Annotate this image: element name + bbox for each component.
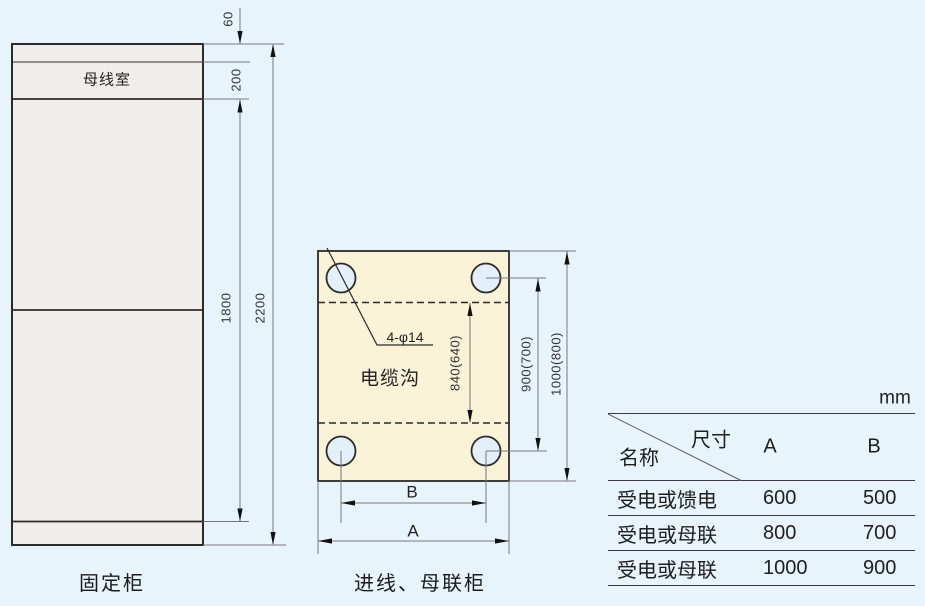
elevation-caption: 固定柜 bbox=[79, 573, 145, 595]
dim-60: 60 bbox=[220, 11, 236, 27]
row-a: 600 bbox=[763, 486, 797, 509]
busbar-room-label: 母线室 bbox=[82, 71, 132, 89]
elevation-arrowheads bbox=[237, 31, 276, 545]
plan-cabinet bbox=[317, 247, 510, 482]
plan-arrowheads bbox=[318, 251, 570, 544]
header-col-b: B bbox=[867, 435, 881, 458]
dim-900-700: 900(700) bbox=[518, 335, 534, 393]
row-a: 800 bbox=[763, 521, 797, 544]
elevation-dimension-lines bbox=[203, 8, 286, 546]
row-a: 1000 bbox=[763, 556, 808, 579]
row-b: 500 bbox=[863, 486, 897, 509]
plan-dimension-lines bbox=[317, 250, 576, 554]
header-name-label: 名称 bbox=[619, 447, 659, 470]
dimension-table: 尺寸 名称 A B 受电或馈电 600 500 受电或母联 800 700 受电… bbox=[608, 413, 915, 586]
dim-width-b: B bbox=[406, 482, 418, 502]
header-diagonal-line bbox=[608, 414, 743, 481]
row-b: 900 bbox=[863, 556, 897, 579]
dim-2200: 2200 bbox=[252, 292, 268, 324]
header-col-a: A bbox=[763, 435, 777, 458]
table-header: 尺寸 名称 A B bbox=[608, 414, 915, 481]
row-name: 受电或母联 bbox=[617, 524, 717, 547]
dim-1000-800: 1000(800) bbox=[548, 332, 564, 396]
dim-840-640: 840(640) bbox=[447, 334, 463, 392]
leader-line bbox=[326, 247, 433, 346]
dim-200: 200 bbox=[228, 68, 244, 92]
row-b: 700 bbox=[863, 521, 897, 544]
dim-width-a: A bbox=[407, 521, 419, 541]
mounting-hole bbox=[325, 262, 357, 294]
dim-1800: 1800 bbox=[218, 292, 234, 324]
plan-caption: 进线、母联柜 bbox=[354, 573, 486, 595]
holes-callout: 4-φ14 bbox=[386, 329, 424, 345]
table-row: 受电或母联 800 700 bbox=[608, 516, 915, 551]
row-name: 受电或馈电 bbox=[617, 489, 717, 512]
table-row: 受电或馈电 600 500 bbox=[608, 481, 915, 516]
header-dim-label: 尺寸 bbox=[691, 429, 731, 452]
table-row: 受电或母联 1000 900 bbox=[608, 551, 915, 586]
row-name: 受电或母联 bbox=[617, 559, 717, 582]
unit-label: mm bbox=[879, 387, 911, 409]
cable-trench-label: 电缆沟 bbox=[359, 368, 421, 390]
elevation-cabinet bbox=[11, 43, 204, 546]
